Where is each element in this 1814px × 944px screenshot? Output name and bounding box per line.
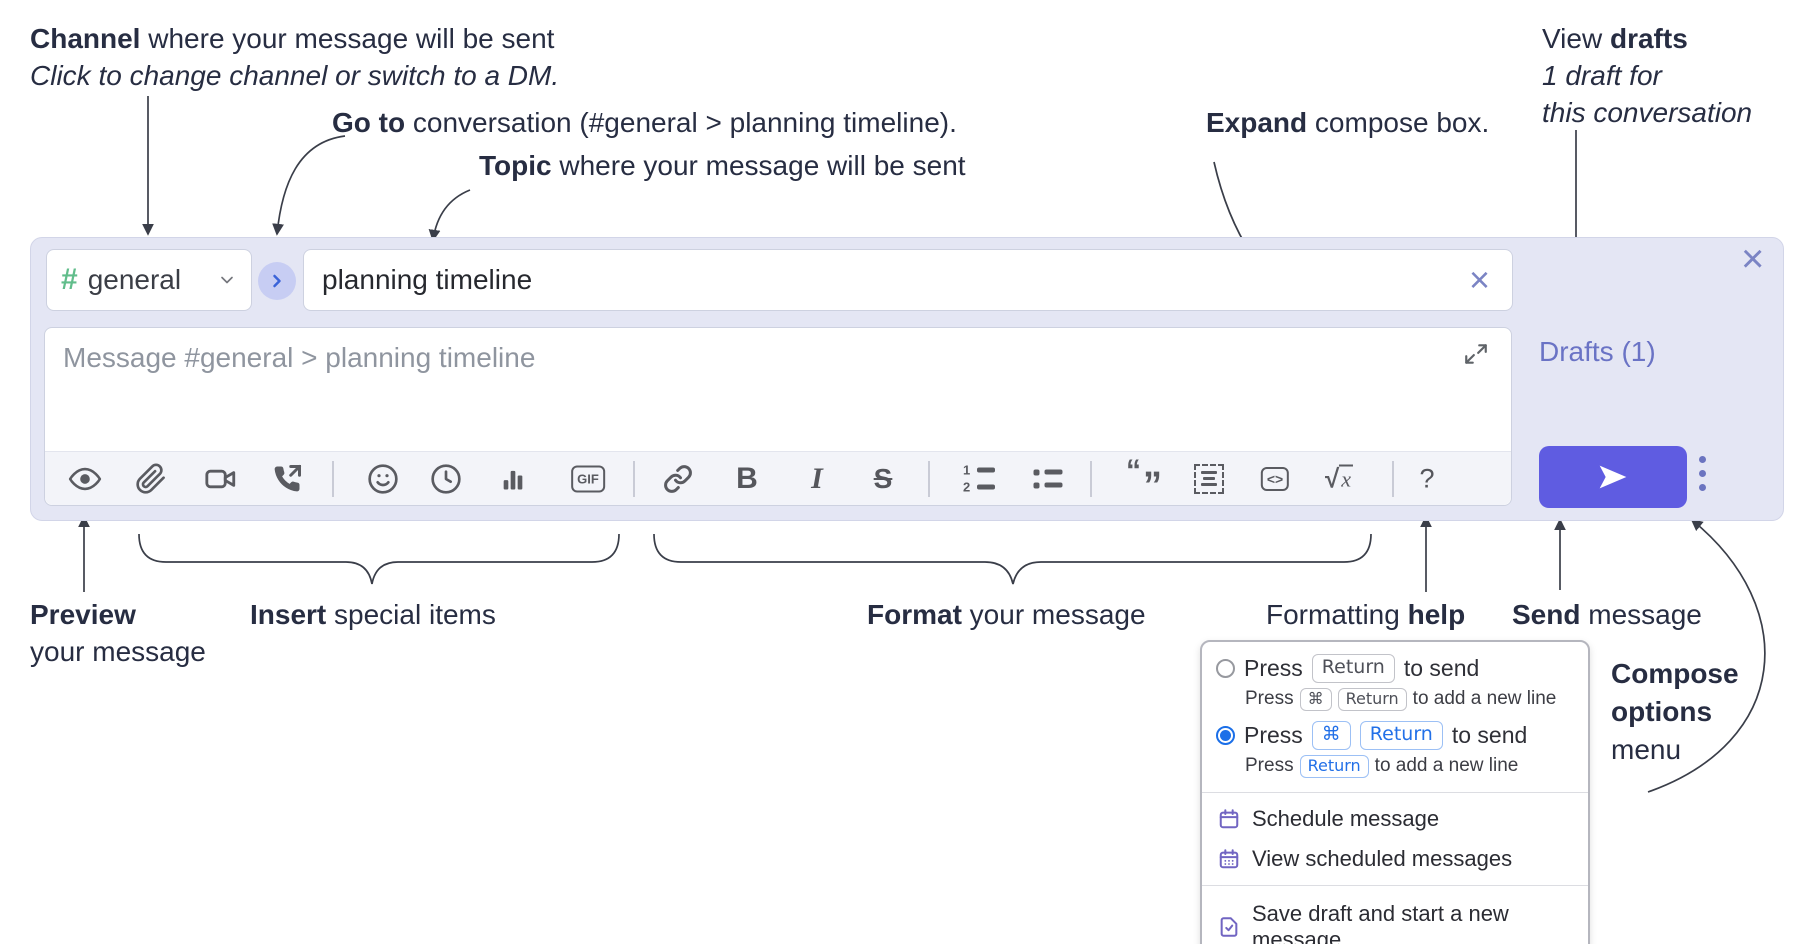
quote-icon[interactable]: “”	[1126, 453, 1162, 507]
link-icon[interactable]	[663, 464, 693, 494]
close-compose-icon[interactable]: ×	[1741, 237, 1765, 281]
chevron-down-icon	[221, 276, 233, 284]
message-formatting-help-icon[interactable]: ?	[1419, 463, 1435, 493]
insert-annotation: Insert special items	[250, 599, 496, 630]
format-annotation: Format your message	[867, 599, 1146, 630]
attach-file-icon[interactable]	[135, 463, 167, 495]
radio-selected[interactable]	[1216, 725, 1235, 745]
option-cmd-enter-to-send[interactable]: Press ⌘ Return to send	[1216, 720, 1574, 750]
math-icon[interactable]: √x	[1324, 463, 1354, 493]
topic-annotation: Topic where your message will be sent	[479, 150, 966, 181]
toolbar-divider	[1392, 460, 1394, 497]
format-brace	[653, 533, 1372, 585]
view-scheduled-messages-item[interactable]: View scheduled messages	[1216, 839, 1574, 879]
paper-plane-icon	[1599, 465, 1627, 489]
drafts-link[interactable]: Drafts (1)	[1539, 336, 1656, 367]
compose-options-annotation: Compose options menu	[1611, 658, 1739, 765]
clear-topic-icon[interactable]: ×	[1468, 259, 1490, 300]
toolbar-divider	[332, 460, 334, 497]
menu-divider	[1202, 884, 1588, 886]
video-call-icon[interactable]	[204, 462, 238, 496]
topic-input[interactable]: planning timeline ×	[303, 249, 1513, 311]
strikethrough-icon[interactable]: S	[873, 462, 893, 494]
channel-annotation: Channel where your message will be sent …	[30, 23, 560, 91]
insert-brace	[138, 533, 620, 585]
compose-options-menu: Press Return to send Press ⌘ Return to a…	[1200, 640, 1590, 944]
gif-icon[interactable]: GIF	[571, 465, 605, 492]
return-key: Return	[1337, 687, 1407, 711]
compose-box: # general planning timeline × Message #g…	[30, 237, 1784, 521]
voice-call-icon[interactable]	[272, 464, 302, 494]
drafts-annotation: View drafts 1 draft for this conversatio…	[1542, 23, 1753, 128]
send-annotation: Send message	[1512, 599, 1702, 630]
option-enter-subtext: Press ⌘ Return to add a new line	[1245, 687, 1557, 711]
numbered-list-icon[interactable]: 1 2	[963, 463, 995, 493]
return-key: Return	[1311, 654, 1395, 683]
menu-divider	[1202, 791, 1588, 793]
goto-arrow	[272, 135, 346, 236]
preview-annotation: Preview your message	[30, 599, 206, 667]
return-key: Return	[1359, 720, 1443, 750]
spoiler-icon[interactable]	[1194, 463, 1224, 494]
compose-options-menu-icon[interactable]	[1693, 456, 1711, 491]
emoji-icon[interactable]	[367, 463, 399, 495]
preview-icon[interactable]	[68, 462, 102, 496]
expand-annotation: Expand compose box.	[1206, 107, 1490, 138]
cmd-key: ⌘	[1311, 720, 1351, 750]
message-input[interactable]: Message #general > planning timeline	[44, 327, 1512, 507]
bulleted-list-icon[interactable]	[1033, 469, 1063, 488]
calendar-grid-icon	[1219, 849, 1239, 869]
calendar-icon	[1219, 809, 1239, 829]
radio-unselected[interactable]	[1216, 658, 1235, 678]
return-key: Return	[1299, 754, 1369, 778]
toolbar-divider	[633, 460, 635, 497]
compose-toolbar: GIF B I S 1 2	[45, 451, 1511, 507]
code-icon[interactable]: <>	[1260, 466, 1290, 491]
topic-arrow	[428, 189, 471, 242]
italic-icon[interactable]: I	[811, 461, 823, 495]
goto-annotation: Go to conversation (#general > planning …	[332, 107, 957, 138]
channel-hash-icon: #	[61, 263, 78, 296]
expand-compose-icon[interactable]	[1463, 341, 1489, 367]
send-button[interactable]	[1539, 446, 1687, 508]
time-icon[interactable]	[430, 463, 462, 495]
topic-value: planning timeline	[322, 264, 533, 295]
bold-icon[interactable]: B	[736, 461, 758, 495]
save-draft-item[interactable]: Save draft and start a new message	[1216, 894, 1574, 944]
draft-file-icon	[1220, 917, 1238, 937]
send-shortcut-section: Press Return to send Press ⌘ Return to a…	[1202, 642, 1588, 792]
message-placeholder: Message #general > planning timeline	[63, 342, 536, 373]
goto-conversation-button[interactable]	[258, 262, 296, 300]
channel-picker[interactable]: # general	[46, 249, 252, 311]
poll-icon[interactable]	[499, 465, 527, 493]
option-cmd-enter-subtext: Press Return to add a new line	[1245, 754, 1519, 778]
channel-name: general	[87, 264, 182, 295]
toolbar-divider	[928, 460, 930, 497]
chevron-right-icon	[273, 274, 281, 288]
cmd-key: ⌘	[1299, 687, 1332, 711]
schedule-message-item[interactable]: Schedule message	[1216, 799, 1574, 839]
option-enter-to-send[interactable]: Press Return to send	[1216, 654, 1574, 683]
formatting-help-annotation: Formatting help	[1266, 599, 1466, 630]
toolbar-divider	[1090, 460, 1092, 497]
